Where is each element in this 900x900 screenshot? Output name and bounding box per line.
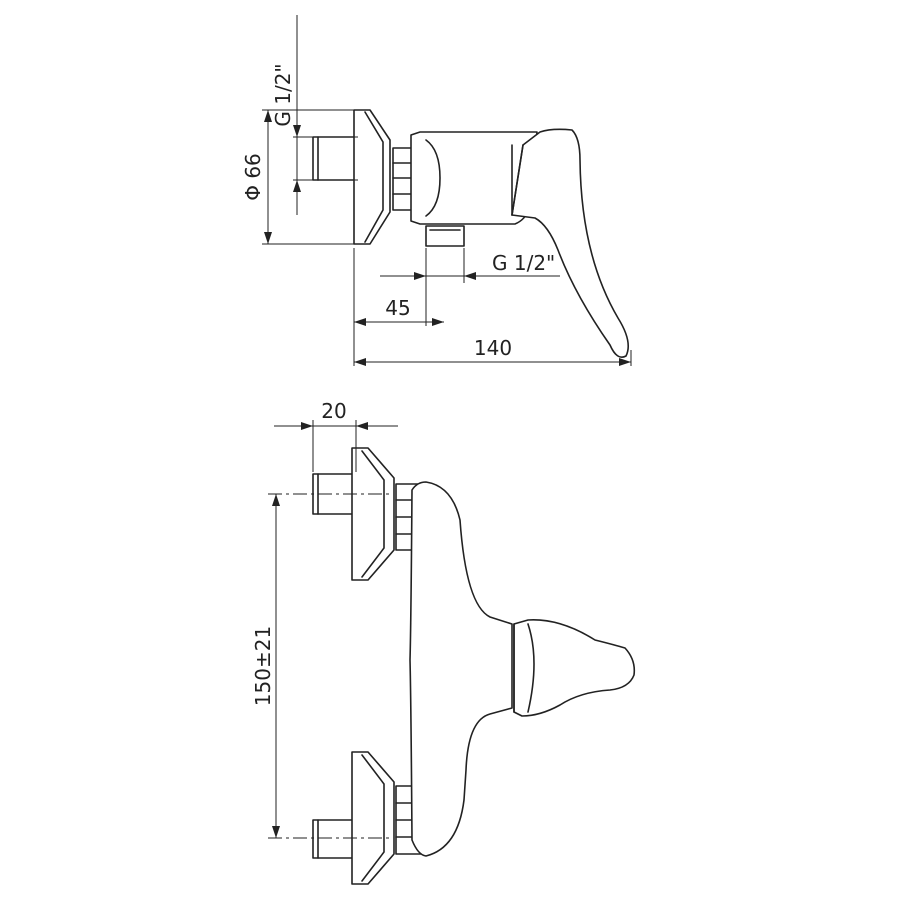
dim-lower-thread: G 1/2" (492, 251, 555, 275)
side-outlet-spout (425, 225, 465, 247)
dim-outlet-thread: G 1/2" (271, 63, 295, 126)
side-view: G 1/2" Φ 66 G 1/2" 45 140 (241, 15, 632, 366)
front-mixer-body (409, 481, 513, 857)
front-upper-flange (351, 447, 395, 581)
dim-center-distance: 150±21 (251, 626, 275, 706)
dim-eccentric-length: 20 (321, 399, 346, 423)
front-lower-flange (351, 751, 395, 885)
side-wall-flange (353, 109, 391, 245)
dim-offset: 45 (385, 296, 410, 320)
side-lever-handle (511, 128, 629, 358)
side-inlet-stub (312, 136, 359, 181)
dim-diameter: Φ 66 (241, 153, 265, 201)
dim-total-depth: 140 (474, 336, 512, 360)
front-lower-stub (312, 819, 357, 859)
front-lever-handle (513, 619, 636, 717)
front-view: 20 150±21 (251, 399, 636, 885)
